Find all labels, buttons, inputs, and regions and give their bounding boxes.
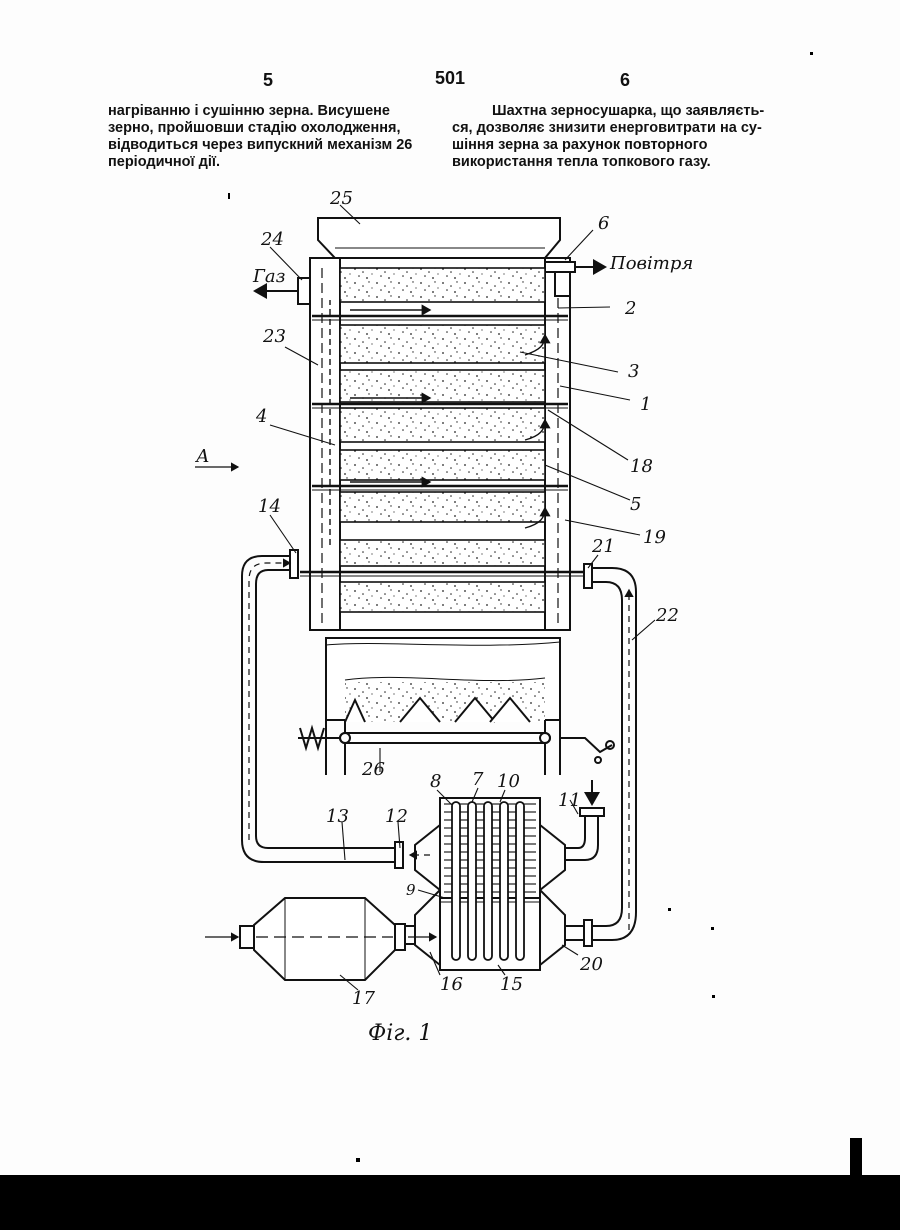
label-9: 9	[406, 881, 416, 899]
label-3: 3	[628, 361, 639, 382]
label-gas: Газ	[252, 266, 285, 287]
label-13: 13	[326, 806, 349, 827]
scan-speck	[356, 1158, 360, 1162]
label-18: 18	[630, 456, 653, 477]
label-11: 11	[558, 790, 581, 811]
label-arrow-a: А	[194, 446, 210, 467]
label-5: 5	[630, 494, 641, 515]
label-10: 10	[497, 771, 520, 792]
label-21: 21	[591, 536, 615, 557]
label-8: 8	[430, 771, 441, 792]
label-16: 16	[440, 974, 463, 995]
label-20: 20	[579, 954, 603, 975]
label-12: 12	[385, 806, 408, 827]
label-19: 19	[643, 527, 666, 548]
label-2: 2	[624, 298, 636, 319]
scan-speck	[668, 908, 671, 911]
label-7: 7	[472, 769, 484, 790]
label-24: 24	[260, 229, 284, 250]
scan-edge-mark	[850, 1138, 862, 1178]
label-4: 4	[255, 406, 267, 427]
label-14: 14	[258, 496, 281, 517]
scanner-black-edge	[0, 1175, 900, 1230]
label-15: 15	[500, 974, 523, 995]
scan-speck	[712, 995, 715, 998]
label-26: 26	[361, 759, 385, 780]
label-6: 6	[598, 213, 609, 234]
figure-caption: Фіг. 1	[368, 1021, 432, 1046]
scan-speck	[228, 193, 230, 199]
label-17: 17	[352, 988, 375, 1009]
label-air: Повітря	[609, 253, 693, 274]
label-25: 25	[329, 188, 353, 209]
label-1: 1	[640, 394, 651, 415]
scan-speck	[810, 52, 813, 55]
label-23: 23	[262, 326, 286, 347]
scan-speck	[711, 927, 714, 930]
label-22: 22	[655, 605, 679, 626]
